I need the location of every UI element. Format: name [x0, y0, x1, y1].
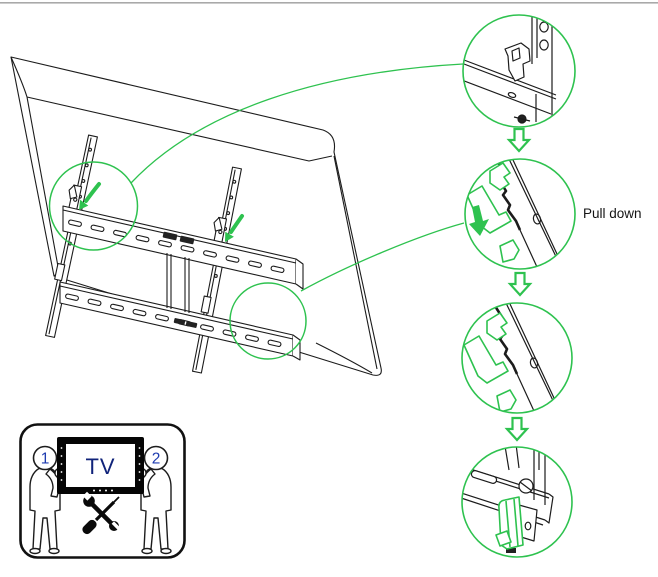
callout-curve-top: [130, 63, 464, 184]
detail-circle-pull-down: [464, 158, 576, 270]
highlight-circle-left: [48, 161, 139, 251]
unlock-arrow-right: [229, 214, 244, 234]
unlock-arrow-right-head: [225, 231, 234, 242]
tv-screen: [66, 444, 135, 487]
detail-circle-bottom-clip: [461, 446, 573, 558]
pull-down-arrow-icon: [469, 205, 489, 236]
person-right-head: [143, 445, 169, 471]
callout-curve-middle: [300, 222, 465, 292]
wall-mount-plate: [59, 205, 304, 361]
latch-lever-green: [466, 162, 520, 263]
person-right-number: 2: [152, 451, 161, 468]
step-down-arrow-icon-1: [506, 127, 532, 153]
center-clamps: [162, 231, 198, 328]
clip-green: [495, 496, 524, 550]
unlock-arrow-left: [84, 182, 101, 203]
detail-circle-released: [461, 302, 573, 414]
latch-lever-green-released: [463, 312, 517, 413]
highlight-circle-right: [229, 282, 307, 360]
person-left-head: [32, 445, 58, 471]
two-person-lift-box: TV 1 2: [19, 423, 186, 559]
step-down-arrow-icon-3: [504, 416, 530, 442]
detail-circle-hook: [462, 14, 576, 128]
tv-pictogram: TV: [57, 437, 144, 494]
screwdriver-icon: [82, 496, 120, 535]
unlock-arrow-left-head: [79, 199, 89, 210]
tv-label: TV: [85, 454, 115, 479]
plate-slots-bottom: [65, 293, 282, 348]
person-left: [29, 445, 62, 555]
pull-down-label: Pull down: [583, 206, 642, 221]
tv-bezel-dots: [60, 447, 141, 492]
top-divider: [0, 2, 658, 4]
step-down-arrow-icon-2: [507, 271, 533, 297]
screwdriver-and-wrench-icon: [82, 491, 121, 535]
person-left-number: 1: [41, 451, 50, 468]
center-rails: [166, 253, 190, 313]
main-highlights: [48, 63, 465, 360]
plate-slots-top: [68, 219, 285, 274]
